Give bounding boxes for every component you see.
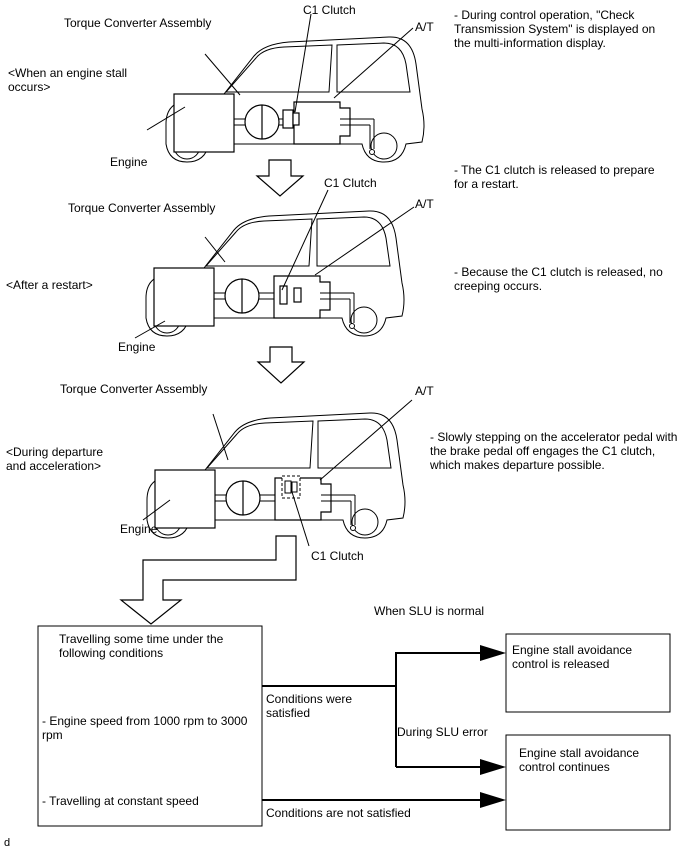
conditions-box	[37, 625, 263, 827]
condition-engine-speed: - Engine speed from 1000 rpm to 3000 rpm	[42, 714, 248, 742]
footer-mark: d	[4, 837, 11, 849]
note-release-prep: - The C1 clutch is released to prepare f…	[454, 163, 655, 191]
down-arrow-1	[255, 159, 305, 197]
vehicle-diagram-restart	[134, 189, 415, 339]
tc-label-3: Torque Converter Assembly	[60, 382, 208, 396]
conditions-not-satisfied-label: Conditions are not satisfied	[266, 806, 411, 820]
c1-label-1: C1 Clutch	[303, 3, 356, 17]
at-label-1: A/T	[415, 20, 434, 34]
at-label-3: A/T	[415, 384, 434, 398]
engine-label-3: Engine	[120, 522, 158, 536]
state-label-stall: <When an engine stall occurs>	[8, 66, 128, 94]
state-label-restart: <After a restart>	[6, 278, 93, 292]
c1-label-3: C1 Clutch	[311, 549, 364, 563]
conditions-title: Travelling some time under the following…	[59, 632, 224, 660]
slu-error-label: During SLU error	[397, 725, 488, 739]
result-released-box	[505, 633, 671, 713]
tc-label-2: Torque Converter Assembly	[68, 201, 216, 215]
engine-label-1: Engine	[110, 155, 148, 169]
engine-label-2: Engine	[118, 340, 156, 354]
when-slu-normal-label: When SLU is normal	[374, 604, 485, 618]
result-continues-box	[505, 734, 671, 831]
note-departure: - Slowly stepping on the accelerator ped…	[430, 430, 678, 472]
tc-label-1: Torque Converter Assembly	[64, 16, 212, 30]
vehicle-diagram-departure	[142, 399, 413, 547]
c1-label-2: C1 Clutch	[324, 176, 377, 190]
at-label-2: A/T	[415, 197, 434, 211]
result-released-text: Engine stall avoidance control is releas…	[512, 643, 633, 671]
down-arrow-2	[256, 346, 306, 384]
result-continues-text: Engine stall avoidance control continues	[519, 746, 640, 774]
conditions-satisfied-label: Conditions were satisfied	[266, 692, 353, 720]
condition-constant-speed: - Travelling at constant speed	[42, 794, 199, 808]
note-restart: - Because the C1 clutch is released, no …	[454, 265, 663, 293]
bent-arrow	[119, 535, 297, 625]
state-label-departure: <During departure and acceleration>	[6, 445, 104, 473]
vehicle-diagram-stall	[146, 13, 425, 163]
note-stall: - During control operation, "Check Trans…	[454, 8, 656, 50]
